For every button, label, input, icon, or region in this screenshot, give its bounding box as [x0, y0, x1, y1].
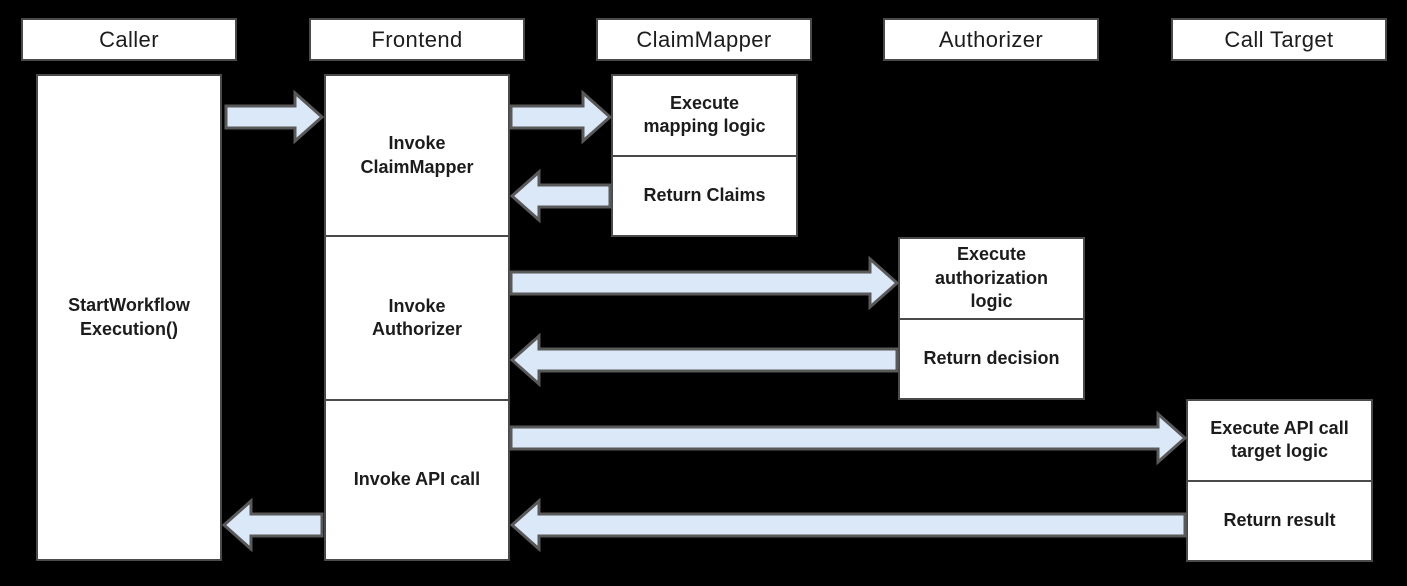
- lifeline-header-calltarget: Call Target: [1171, 18, 1387, 61]
- activation-authorizer: Execute authorization logic Return decis…: [898, 237, 1085, 400]
- arrow-authorizer-to-frontend: [509, 332, 899, 388]
- lifeline-label: ClaimMapper: [636, 26, 772, 52]
- activation-caller: StartWorkflow Execution(): [36, 74, 222, 561]
- caller-step-label: StartWorkflow Execution(): [68, 295, 190, 339]
- lifeline-header-caller: Caller: [21, 18, 237, 61]
- arrow-right-icon: [509, 255, 900, 311]
- arrow-right-icon: [509, 89, 613, 145]
- lifeline-label: Call Target: [1224, 26, 1334, 52]
- arrow-right-icon: [509, 410, 1188, 466]
- frontend-step-invoke-claimmapper: Invoke ClaimMapper: [360, 133, 474, 177]
- arrow-caller-to-frontend: [224, 89, 325, 145]
- lifeline-label: Caller: [99, 26, 159, 52]
- authorizer-step-return: Return decision: [900, 317, 1083, 399]
- arrow-left-icon: [509, 497, 1187, 553]
- arrow-frontend-to-caller: [221, 497, 324, 553]
- arrow-left-icon: [509, 332, 899, 388]
- lifeline-header-claimmapper: ClaimMapper: [596, 18, 812, 61]
- arrow-frontend-to-authorizer: [509, 255, 900, 311]
- arrow-claimmapper-to-frontend: [509, 168, 612, 224]
- lifeline-label: Frontend: [371, 26, 463, 52]
- activation-calltarget: Execute API call target logic Return res…: [1186, 399, 1373, 562]
- calltarget-step-execute: Execute API call target logic: [1210, 417, 1349, 462]
- activation-frontend: Invoke ClaimMapper Invoke Authorizer Inv…: [324, 74, 510, 561]
- frontend-step-invoke-api-call: Invoke API call: [326, 399, 508, 559]
- claimmapper-step-execute: Execute mapping logic: [643, 92, 766, 137]
- arrow-frontend-to-calltarget: [509, 410, 1188, 466]
- activation-claimmapper: Execute mapping logic Return Claims: [611, 74, 798, 237]
- arrow-left-icon: [221, 497, 324, 553]
- frontend-step-invoke-authorizer: Invoke Authorizer: [326, 235, 508, 399]
- arrow-calltarget-to-frontend: [509, 497, 1187, 553]
- calltarget-step-return: Return result: [1188, 479, 1371, 561]
- lifeline-label: Authorizer: [938, 26, 1044, 52]
- lifeline-header-frontend: Frontend: [309, 18, 525, 61]
- arrow-right-icon: [224, 89, 325, 145]
- arrow-frontend-to-claimmapper: [509, 89, 613, 145]
- authorizer-step-execute: Execute authorization logic: [935, 244, 1048, 311]
- lifeline-header-authorizer: Authorizer: [883, 18, 1099, 61]
- claimmapper-step-return: Return Claims: [613, 154, 796, 236]
- arrow-left-icon: [509, 168, 612, 224]
